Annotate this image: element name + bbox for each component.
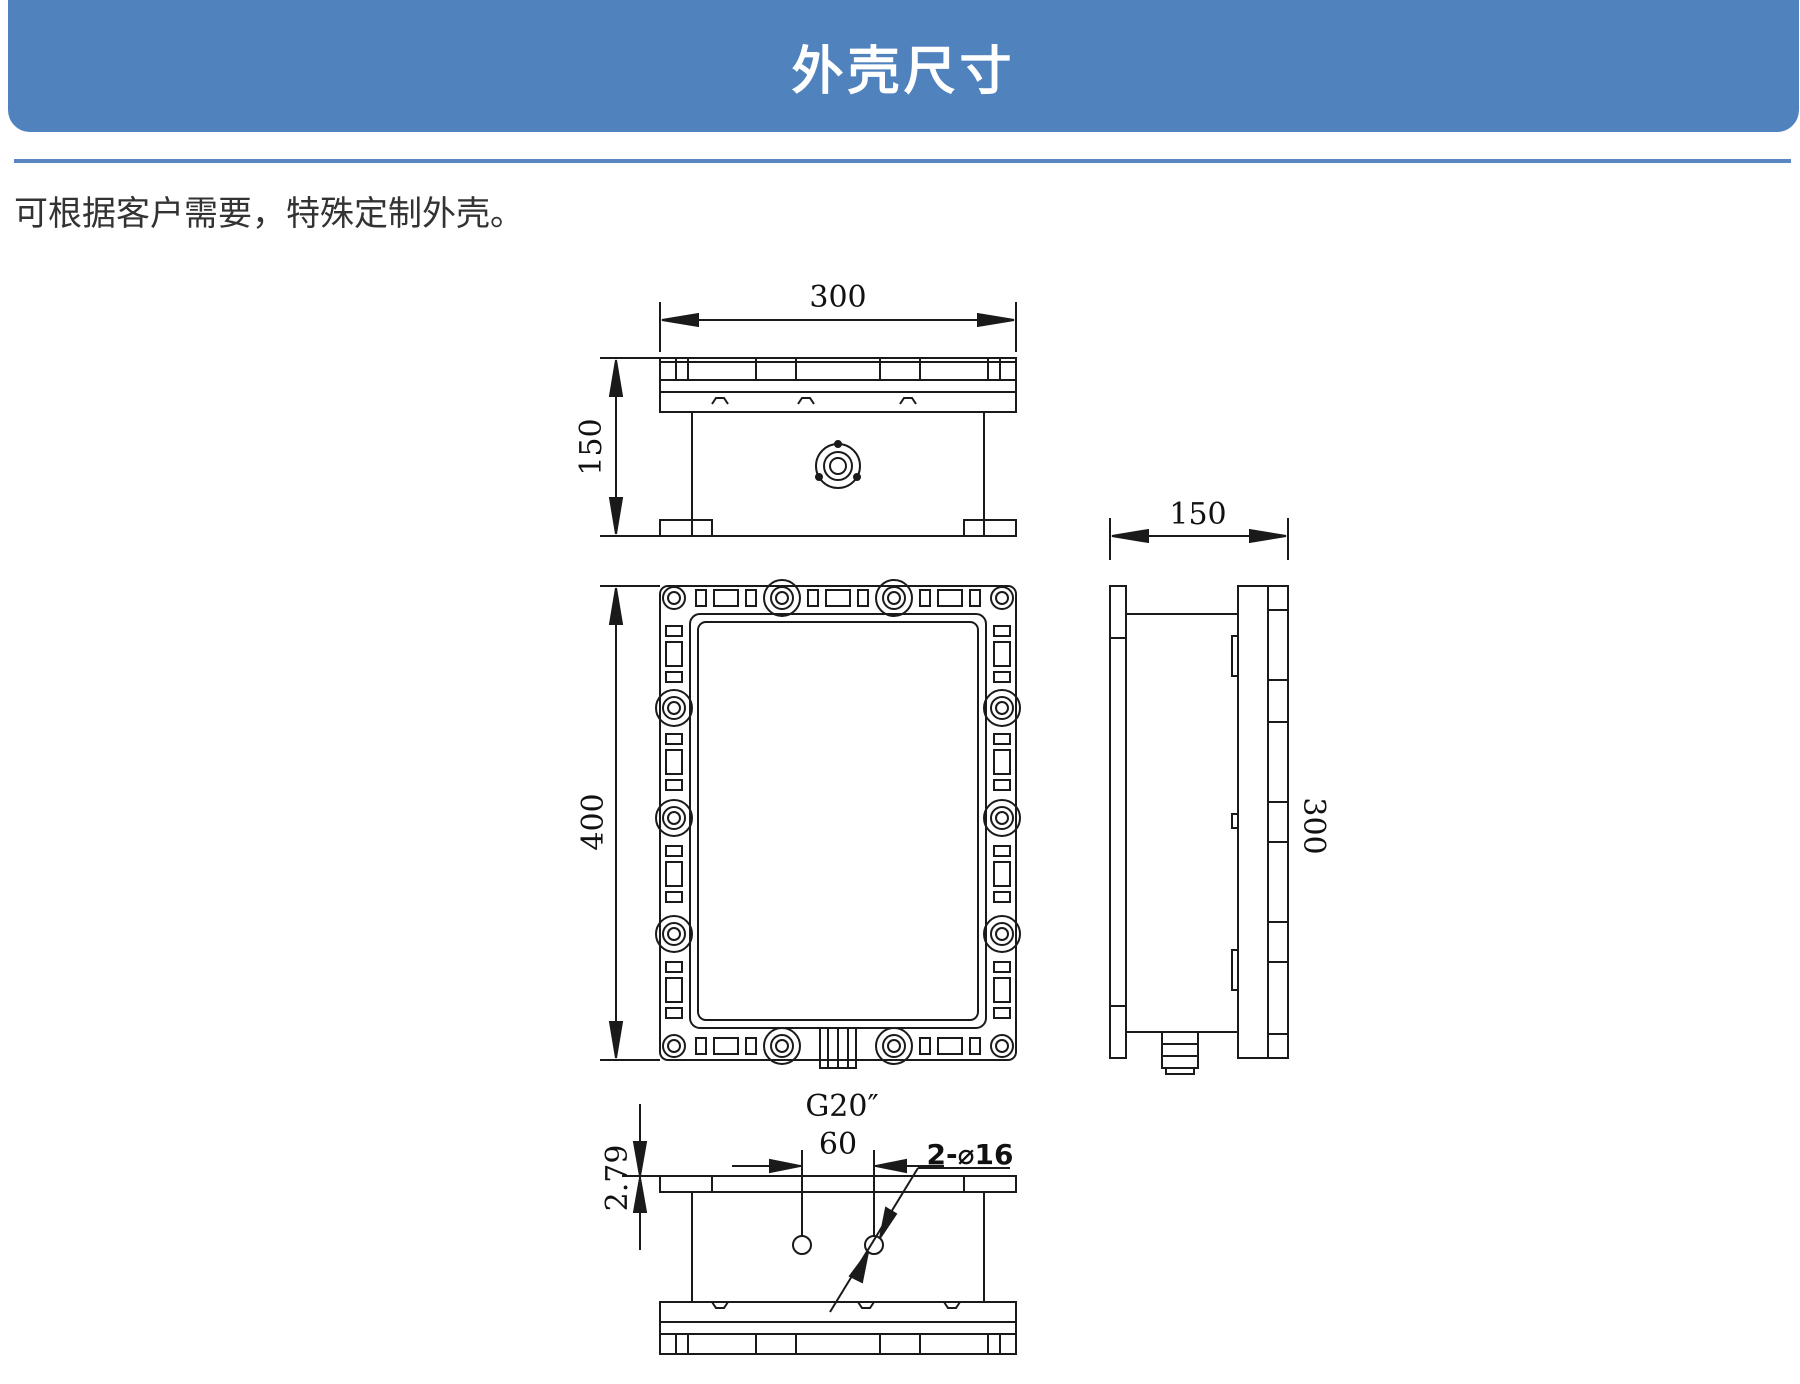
side-view: 150 300 — [1110, 497, 1331, 1074]
front-view: 400 G20″ — [576, 580, 1020, 1124]
page-title: 外壳尺寸 — [791, 41, 1016, 102]
bottom-view: 2.79 60 2-⌀16 — [600, 1104, 1016, 1354]
dim-height-150: 150 — [574, 418, 609, 475]
dim-hole-spacing-60: 60 — [819, 1127, 857, 1162]
hole-spec-label: 2-⌀16 — [927, 1138, 1014, 1171]
description-text: 可根据客户需要，特殊定制外壳。 — [14, 194, 524, 234]
thread-label: G20″ — [805, 1089, 878, 1124]
top-view: 300 150 — [574, 280, 1016, 536]
dim-height-400: 400 — [576, 793, 611, 850]
divider — [14, 159, 1791, 163]
dim-side-300-partial: 300 — [1296, 797, 1331, 854]
dim-flange-2-79: 2.79 — [600, 1145, 635, 1212]
dim-width-300: 300 — [809, 280, 866, 315]
header-banner: 外壳尺寸 — [8, 0, 1799, 132]
dim-depth-150: 150 — [1169, 497, 1226, 532]
